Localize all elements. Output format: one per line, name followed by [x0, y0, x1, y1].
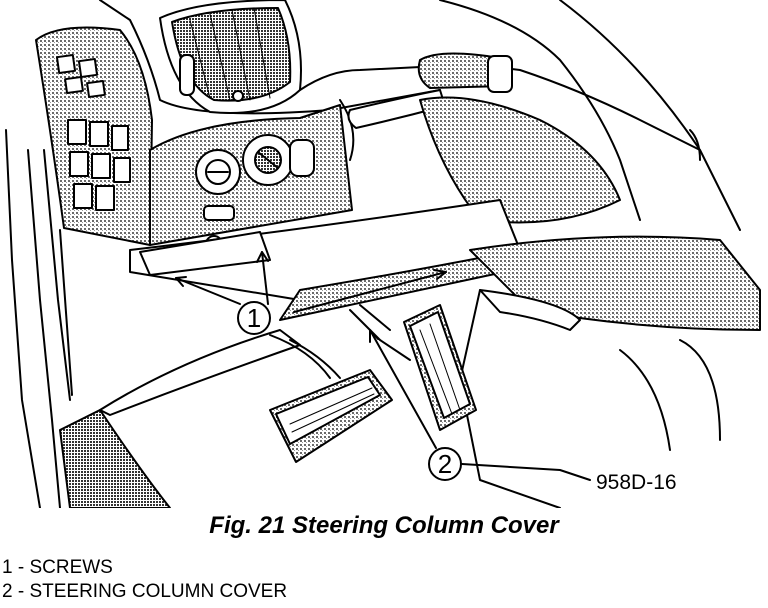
door-frame	[5, 129, 73, 508]
callout-circle-2	[428, 447, 462, 481]
accelerator-pedal	[349, 304, 477, 431]
air-vent	[159, 0, 302, 115]
legend-list: 1 - SCREWS 2 - STEERING COLUMN COVER	[2, 556, 287, 604]
legend-item-2: 2 - STEERING COLUMN COVER	[2, 581, 288, 602]
switch-panel	[35, 26, 153, 246]
figure-reference-code: 958D-16	[596, 471, 677, 494]
callout-leaders	[175, 251, 591, 481]
callout-label-1: 1	[247, 303, 261, 333]
legend-item-1: 1 - SCREWS	[2, 557, 113, 578]
figure-caption: Fig. 21 Steering Column Cover	[209, 512, 559, 539]
kick-panel	[459, 235, 761, 508]
dash-top-edge	[99, 0, 441, 115]
steering-column-cover	[59, 199, 561, 508]
callout-label-2: 2	[438, 449, 452, 479]
callout-circle-1	[237, 301, 271, 335]
climate-control-panel: P	[149, 104, 353, 253]
brake-pedal	[269, 334, 393, 463]
steering-column-cover-illustration: P	[5, 0, 761, 508]
steering-column	[419, 0, 741, 231]
